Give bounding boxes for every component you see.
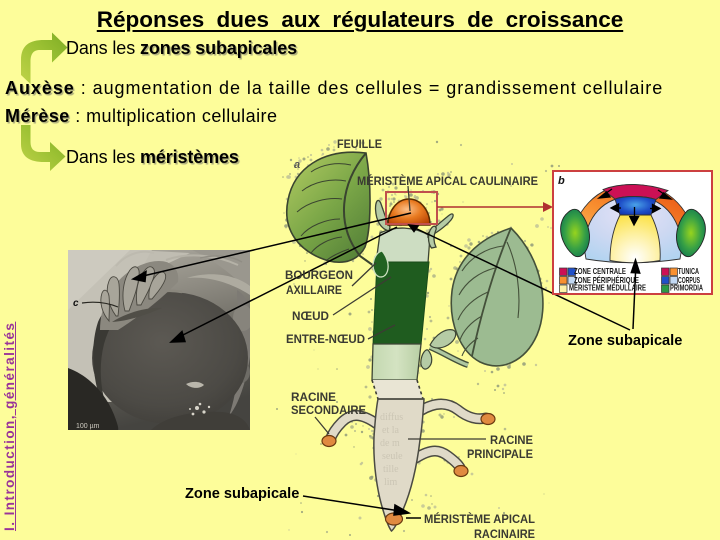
svg-text:CORPUS: CORPUS (678, 275, 700, 285)
svg-text:ZONE PÉRIPHÉRIQUE: ZONE PÉRIPHÉRIQUE (574, 275, 639, 285)
svg-text:de m: de m (380, 438, 400, 449)
svg-text:ZONE CENTRALE: ZONE CENTRALE (574, 266, 626, 276)
svg-text:ENTRE-NŒUD: ENTRE-NŒUD (286, 332, 365, 346)
svg-text:et la: et la (382, 425, 399, 436)
svg-text:Zone subapicale: Zone subapicale (185, 486, 299, 502)
svg-text:PRINCIPALE: PRINCIPALE (467, 447, 533, 461)
svg-text:AXILLAIRE: AXILLAIRE (286, 283, 342, 297)
svg-text:NŒUD: NŒUD (292, 309, 329, 323)
svg-text:seule: seule (382, 451, 403, 462)
svg-text:MÉRISTÈME APICAL CAULINAIRE: MÉRISTÈME APICAL CAULINAIRE (357, 173, 538, 188)
svg-text:RACINE: RACINE (291, 390, 336, 404)
svg-text:lim: lim (384, 477, 398, 488)
svg-text:b: b (558, 175, 565, 187)
svg-text:FEUILLE: FEUILLE (337, 137, 382, 151)
svg-text:100 µm: 100 µm (76, 423, 100, 430)
svg-text:Zone subapicale: Zone subapicale (568, 333, 682, 349)
svg-text:TUNICA: TUNICA (678, 266, 699, 276)
svg-text:a: a (294, 159, 300, 171)
svg-text:SECONDAIRE: SECONDAIRE (291, 403, 366, 417)
svg-text:MÉRISTÈME APICAL: MÉRISTÈME APICAL (424, 511, 535, 526)
svg-text:diffus: diffus (380, 412, 403, 423)
svg-text:RACINE: RACINE (490, 433, 533, 447)
svg-text:BOURGEON: BOURGEON (285, 268, 353, 282)
svg-text:RACINAIRE: RACINAIRE (474, 527, 535, 540)
svg-text:tille: tille (383, 464, 399, 475)
svg-text:c: c (73, 298, 79, 309)
svg-text:PRIMORDIA: PRIMORDIA (670, 283, 703, 293)
svg-text:MÉRISTÈME MÉDULLAIRE: MÉRISTÈME MÉDULLAIRE (569, 283, 646, 293)
